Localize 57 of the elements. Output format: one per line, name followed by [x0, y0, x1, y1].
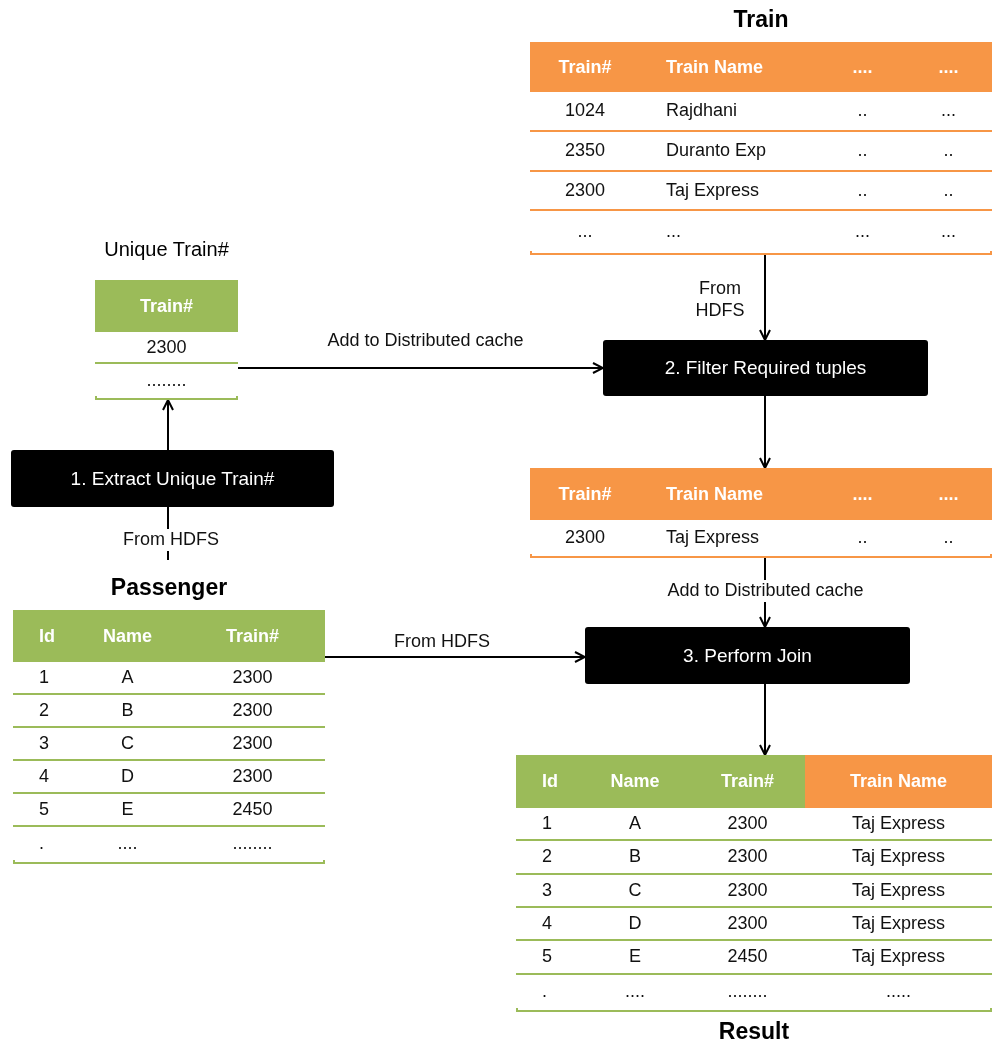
column-header: Train# [530, 468, 640, 520]
table-cell: 2 [516, 841, 580, 875]
arrow [759, 254, 771, 341]
column-header: .... [905, 468, 992, 520]
table-cell: ... [905, 92, 992, 132]
column-header: Train# [180, 610, 325, 662]
table-cell: Taj Express [805, 841, 992, 875]
table-cell: Taj Express [805, 874, 992, 908]
column-header: .... [905, 42, 992, 92]
table-cell: 2300 [180, 695, 325, 728]
column-header: Train Name [640, 468, 820, 520]
table-cell: 5 [516, 941, 580, 975]
table-cell: Taj Express [805, 941, 992, 975]
process-box: 1. Extract Unique Train# [11, 450, 334, 507]
table-cell: .. [905, 131, 992, 172]
table-cell: Taj Express [805, 908, 992, 942]
table-title: Train [732, 6, 790, 33]
table-title: Result [717, 1018, 791, 1045]
column-header: Id [516, 755, 580, 808]
arrow [759, 683, 771, 756]
table-cell: 2 [13, 695, 75, 728]
arrow [324, 651, 586, 663]
column-header: Train# [95, 280, 238, 332]
table-cell: 2350 [530, 131, 640, 172]
table-cell: 1024 [530, 92, 640, 132]
table-cell: 4 [516, 908, 580, 942]
arrow [237, 362, 604, 374]
table-cell: 1 [13, 662, 75, 695]
table-cell: 2300 [530, 171, 640, 212]
column-header: Train# [690, 755, 805, 808]
table-cell: 3 [516, 874, 580, 908]
table-cell: 1 [516, 808, 580, 842]
table-cell: 4 [13, 761, 75, 794]
process-box: 2. Filter Required tuples [603, 340, 928, 396]
column-header: .... [820, 468, 905, 520]
table-cell: .. [905, 171, 992, 212]
arrow [759, 395, 771, 469]
column-header: .... [820, 42, 905, 92]
table-cell: 5 [13, 794, 75, 827]
table-cell: 3 [13, 728, 75, 761]
process-box: 3. Perform Join [585, 627, 910, 684]
table-title: Passenger [109, 574, 229, 601]
column-header: Train Name [805, 755, 992, 808]
table-cell: 2300 [180, 761, 325, 794]
column-header: Train Name [640, 42, 820, 92]
table-title: Unique Train# [103, 238, 230, 261]
column-header: Name [580, 755, 690, 808]
table-cell: Taj Express [805, 808, 992, 842]
arrow [162, 399, 174, 451]
table-cell: 2300 [180, 728, 325, 761]
column-header: Name [75, 610, 180, 662]
table-cell: 2450 [180, 794, 325, 827]
column-header: Train# [530, 42, 640, 92]
table-cell: 2300 [180, 662, 325, 695]
table-cell: ........ [95, 364, 238, 396]
column-header: Id [13, 610, 75, 662]
table-cell: 2300 [95, 332, 238, 364]
